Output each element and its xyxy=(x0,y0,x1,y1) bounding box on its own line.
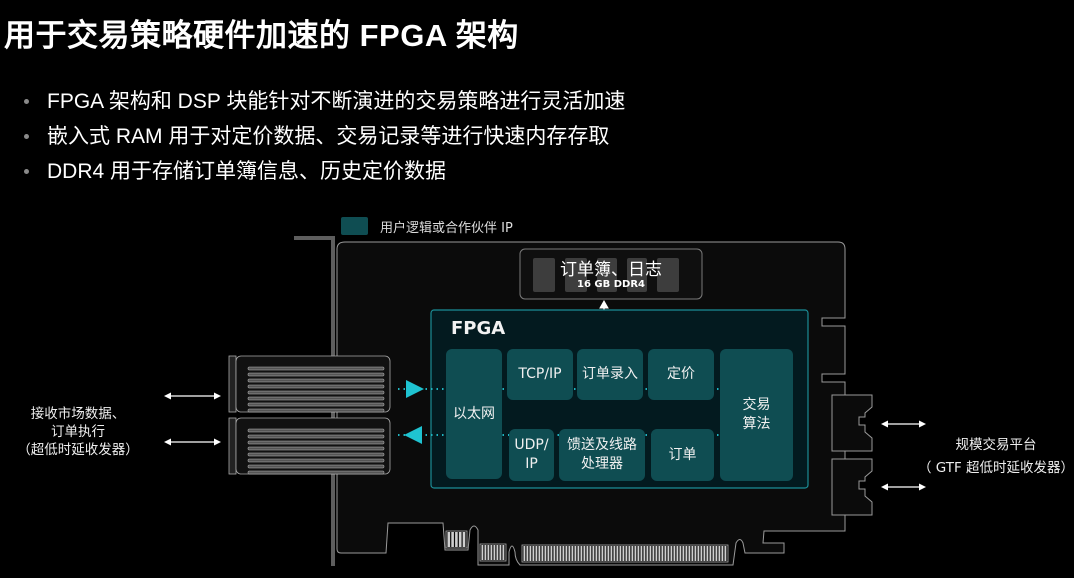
qsfp-fins xyxy=(247,366,385,475)
left-label-line: （超低时延收发器） xyxy=(17,442,139,458)
pin-stripes-small-1 xyxy=(447,532,466,547)
block-label: 定价 xyxy=(667,366,695,382)
block-label: 订单录入 xyxy=(582,366,638,382)
block-trading-algo: 交易 算法 xyxy=(720,349,793,481)
sfp-connector-bottom xyxy=(831,458,873,516)
memory-title: 订单簿、日志 xyxy=(560,260,662,280)
block-order-entry: 订单录入 xyxy=(577,349,643,400)
left-label-line: 接收市场数据、 xyxy=(30,406,126,422)
block-orders: 订单 xyxy=(651,429,714,481)
block-label-line: 馈送及线路 xyxy=(567,437,637,453)
left-label-line: 订单执行 xyxy=(51,424,105,440)
egress-arrow-icon xyxy=(404,426,422,444)
block-tcp-ip: TCP/IP xyxy=(507,349,573,400)
double-arrow-icon xyxy=(164,392,221,400)
block-label: 订单 xyxy=(668,446,697,463)
ingress-arrow-icon xyxy=(406,380,424,398)
bullet-item: 嵌入式 RAM 用于对定价数据、交易记录等进行快速内存存取 xyxy=(22,119,625,154)
bullet-text: FPGA 架构和 DSP 块能针对不断演进的交易策略进行灵活加速 xyxy=(47,90,626,113)
bullet-item: DDR4 用于存储订单簿信息、历史定价数据 xyxy=(22,154,625,189)
right-label: 规模交易平台 （ GTF 超低时延收发器） xyxy=(916,434,1074,480)
block-label-line: 交易 xyxy=(742,397,771,413)
pin-stripes-small-2 xyxy=(481,545,505,560)
right-label-line: 规模交易平台 xyxy=(955,437,1037,453)
bullet-text: DDR4 用于存储订单簿信息、历史定价数据 xyxy=(47,160,447,183)
memory-subtitle: 16 GB DDR4 xyxy=(577,279,645,290)
double-arrow-icon xyxy=(164,438,221,446)
double-arrow-icon xyxy=(881,420,926,428)
block-udp-ip: UDP/ IP xyxy=(509,429,554,481)
block-pricing: 定价 xyxy=(648,349,714,400)
edge-connector xyxy=(521,544,729,563)
block-feed-handler: 馈送及线路 处理器 xyxy=(559,429,645,481)
bullet-dot-icon xyxy=(24,134,29,139)
fpga-title: FPGA xyxy=(451,318,506,339)
title-suffix: 架构 xyxy=(446,18,519,53)
edge-connector-pins xyxy=(523,546,727,561)
block-label-line: 算法 xyxy=(742,416,771,432)
block-label-line: IP xyxy=(525,456,538,472)
right-label-line: （ GTF 超低时延收发器） xyxy=(917,460,1074,476)
title-highlight: FPGA xyxy=(359,18,447,53)
double-arrow-icon xyxy=(881,483,926,491)
block-label: TCP/IP xyxy=(518,366,562,382)
legend-swatch xyxy=(341,217,368,235)
bullet-list: FPGA 架构和 DSP 块能针对不断演进的交易策略进行灵活加速 嵌入式 RAM… xyxy=(22,84,625,189)
block-ethernet: 以太网 xyxy=(446,349,502,479)
sfp-connector-top xyxy=(831,394,873,452)
bullet-text: 嵌入式 RAM 用于对定价数据、交易记录等进行快速内存存取 xyxy=(47,125,610,148)
block-label: 以太网 xyxy=(453,405,495,422)
title-prefix: 用于交易策略硬件加速的 xyxy=(4,18,360,53)
block-label-line: UDP/ xyxy=(514,437,549,453)
bullet-item: FPGA 架构和 DSP 块能针对不断演进的交易策略进行灵活加速 xyxy=(22,84,625,119)
small-pin-group xyxy=(445,530,507,562)
bullet-dot-icon xyxy=(24,169,29,174)
block-label-line: 处理器 xyxy=(581,456,623,472)
left-label: 接收市场数据、 订单执行 （超低时延收发器） xyxy=(8,405,148,459)
legend-label: 用户逻辑或合作伙伴 IP xyxy=(380,221,513,236)
memory-chips xyxy=(533,258,679,292)
bullet-dot-icon xyxy=(24,99,29,104)
page-title: 用于交易策略硬件加速的 FPGA 架构 xyxy=(4,10,519,55)
